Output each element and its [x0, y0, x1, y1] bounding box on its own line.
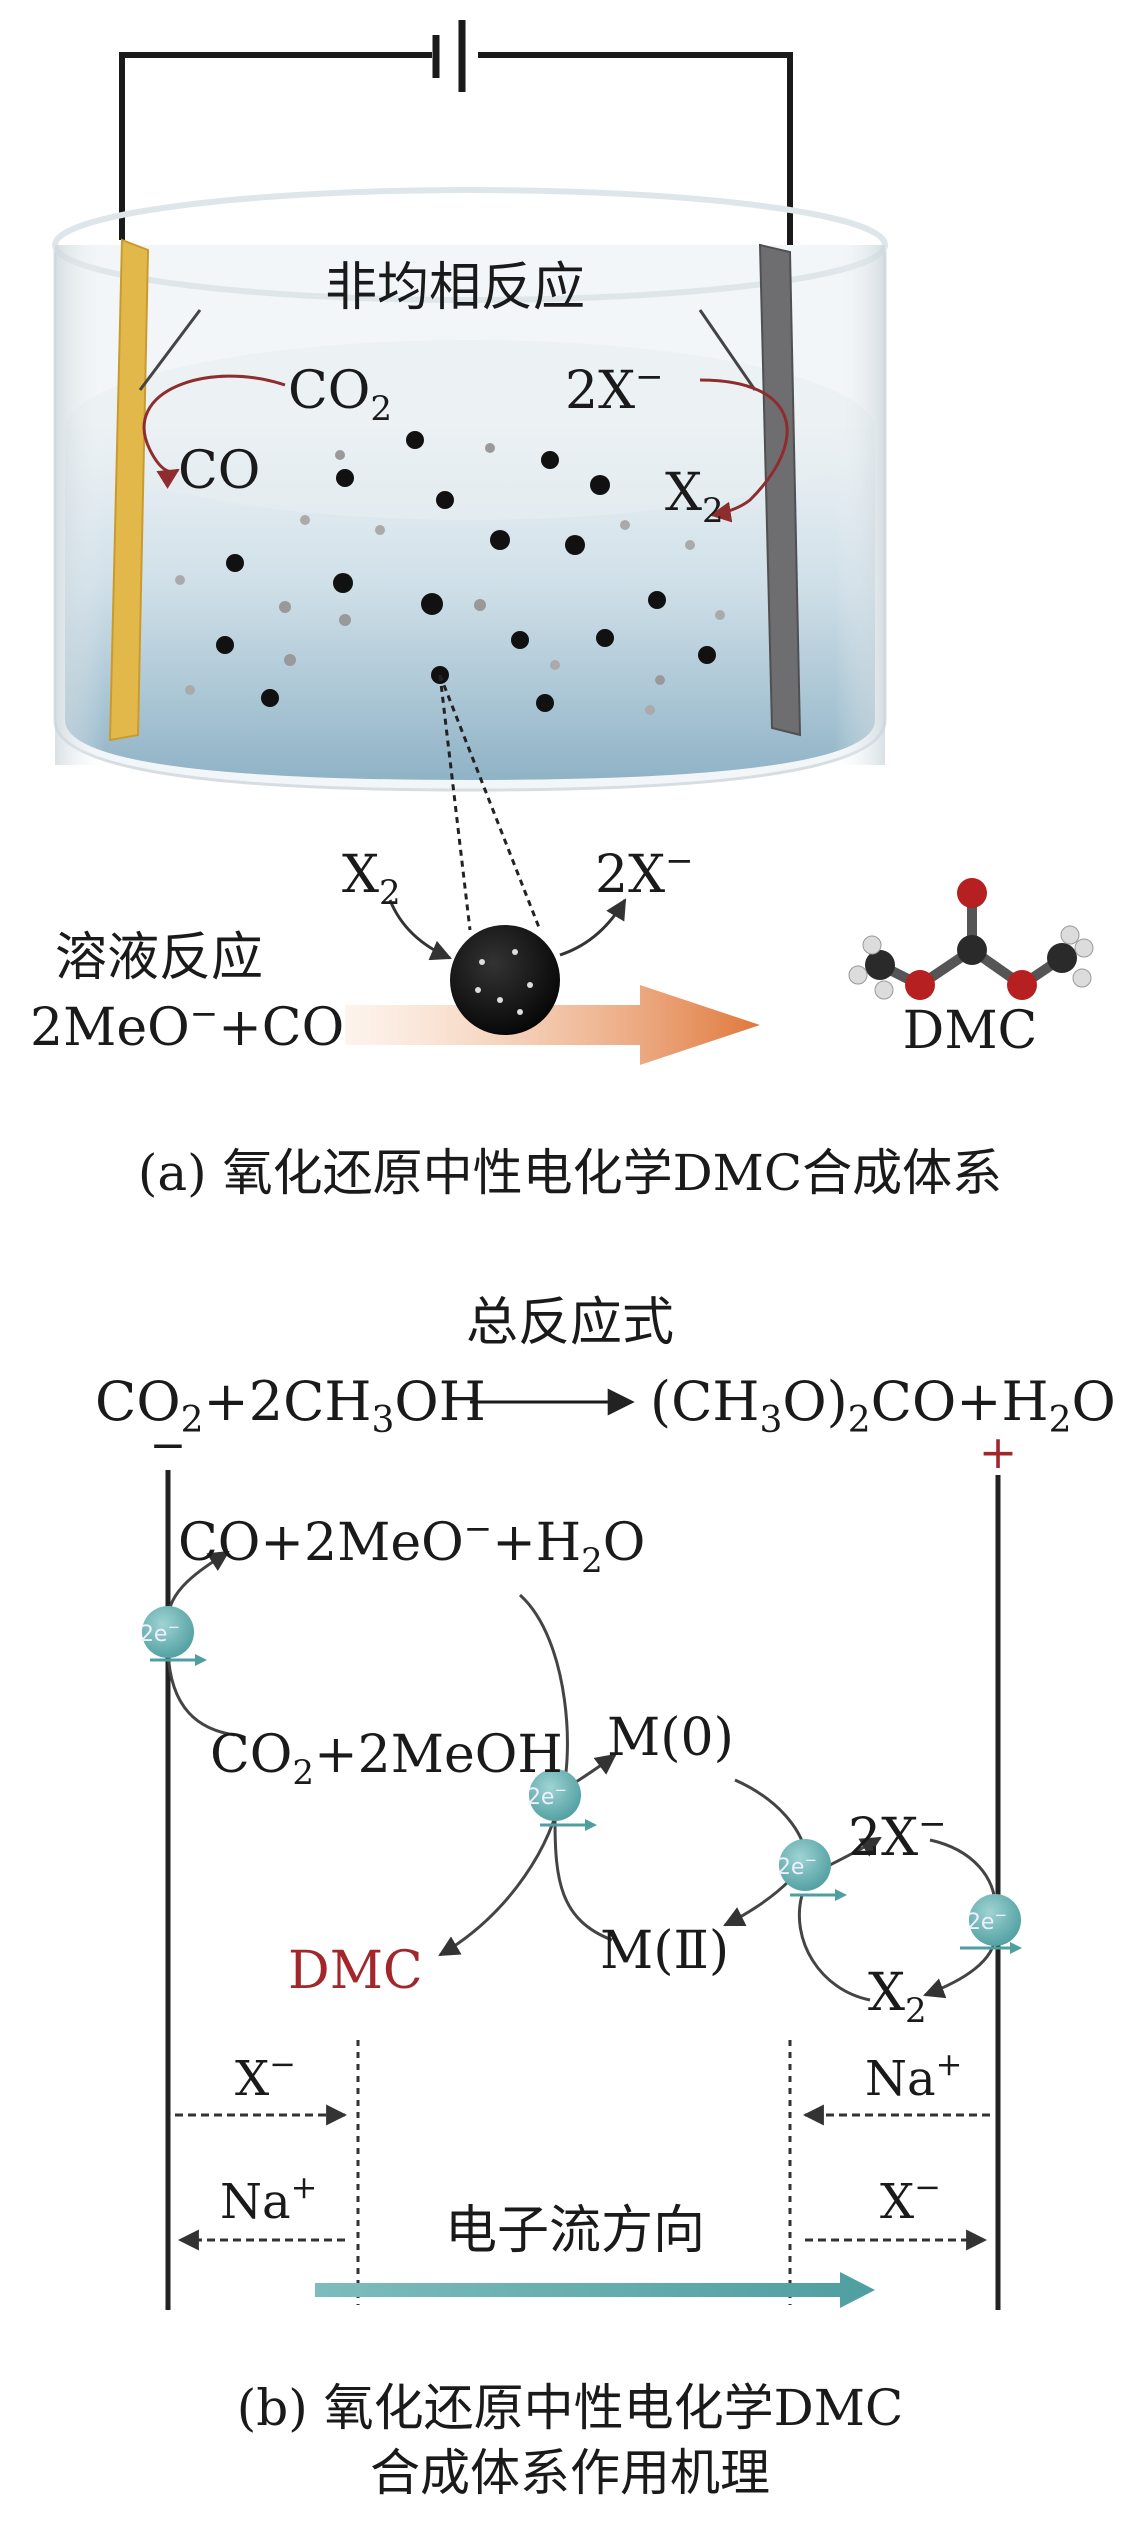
electron-badge-dmc: 2e−: [527, 1769, 597, 1831]
cathode-down-curve: [166, 1649, 236, 1737]
zoom-line-left: [438, 674, 472, 931]
svg-text:2e−: 2e−: [527, 1781, 567, 1810]
co2-reactant-label: CO2: [288, 361, 392, 429]
beaker: [52, 187, 888, 792]
cathode-reaction-arrow: [142, 374, 286, 489]
m0-to-mediator-curve: [734, 1778, 807, 1851]
dmc-molecule-label: DMC: [903, 1001, 1038, 1061]
solution-flow-arrow: [345, 985, 760, 1065]
m2-label: M(Ⅱ): [600, 1921, 729, 1981]
suspended-particles: [175, 431, 725, 715]
x-out-arrow: [559, 898, 627, 957]
ion-left-bottom-label: Na+: [220, 2168, 317, 2230]
x2-label: X2: [868, 1963, 927, 2031]
caption-b-line1: (b) 氧化还原中性电化学DMC: [237, 2379, 903, 2437]
panel-a: 非均相反应 CO2 CO 2X− X2 X2 2X− 溶液反应 2MeO−+CO…: [30, 20, 1094, 1202]
anode-in-curve: [929, 1838, 997, 1906]
x2-in-arrow: [388, 899, 452, 961]
dmc-molecule-model: [848, 878, 1094, 1000]
anode-reaction-arrow: [699, 378, 789, 523]
electron-flow-arrow: [315, 2272, 875, 2308]
electron-flow-label: 电子流方向: [445, 2201, 705, 2261]
solution-equation: 2MeO−+CO: [30, 994, 344, 1058]
m0-label: M(0): [607, 1708, 734, 1768]
heterogeneous-reaction-label: 非均相反应: [325, 258, 585, 318]
m2-return-curve: [553, 1819, 613, 1942]
particle-x2-label: X2: [342, 845, 401, 913]
particle-x-minus-label: 2X−: [595, 841, 694, 905]
cathode-sign: −: [150, 1420, 187, 1471]
dmc-product-label: DMC: [288, 1941, 423, 2001]
ion-right-top-label: Na+: [865, 2045, 962, 2107]
overall-equation-right: (CH3O)2CO+H2O: [650, 1370, 1116, 1441]
caption-a: (a) 氧化还原中性电化学DMC合成体系: [138, 1144, 1002, 1202]
anode-plate: [758, 243, 802, 737]
ion-left-top-label: X−: [235, 2045, 296, 2107]
liquid-surface: [65, 340, 875, 520]
overall-reaction-title: 总反应式: [466, 1293, 674, 1353]
circuit-wire: [119, 20, 793, 250]
x-minus-label: 2X−: [848, 1804, 947, 1868]
co-product-label: CO: [178, 441, 260, 501]
catalyst-particle: [450, 925, 560, 1035]
x2-product-label: X2: [665, 463, 724, 531]
cathode-product-label: CO+2MeO−+H2O: [178, 1509, 645, 1581]
electron-badge-cathode: 2e−: [140, 1606, 207, 1666]
anode-lead: [698, 309, 757, 391]
x2-to-mediator-curve: [797, 1894, 871, 2002]
electron-badge-mediator: 2e−: [777, 1839, 847, 1901]
particle-dots: [475, 949, 533, 1015]
svg-text:2e−: 2e−: [140, 1618, 180, 1647]
ion-right-bottom-label: X−: [880, 2168, 941, 2230]
overall-equation-left: CO2+2CH3OH: [95, 1370, 486, 1441]
cathode-reactant-label: CO2+2MeOH: [210, 1725, 563, 1793]
svg-text:2e−: 2e−: [777, 1851, 817, 1880]
zoom-line-right: [438, 674, 542, 931]
x2-product-arrow: [923, 1934, 997, 1999]
solution-reaction-label: 溶液反应: [55, 928, 263, 988]
svg-text:2e−: 2e−: [967, 1906, 1007, 1935]
cathode-plate: [108, 238, 150, 742]
m2-arrow: [723, 1878, 792, 1927]
x-minus-reactant-label: 2X−: [565, 357, 664, 421]
panel-b: 总反应式 CO2+2CH3OH (CH3O)2CO+H2O − + 2e−: [95, 1293, 1116, 2502]
electron-badge-anode: 2e−: [960, 1894, 1022, 1954]
cathode-lead: [138, 309, 202, 391]
caption-b-line2: 合成体系作用机理: [370, 2444, 770, 2502]
anode-sign: +: [979, 1425, 1018, 1479]
